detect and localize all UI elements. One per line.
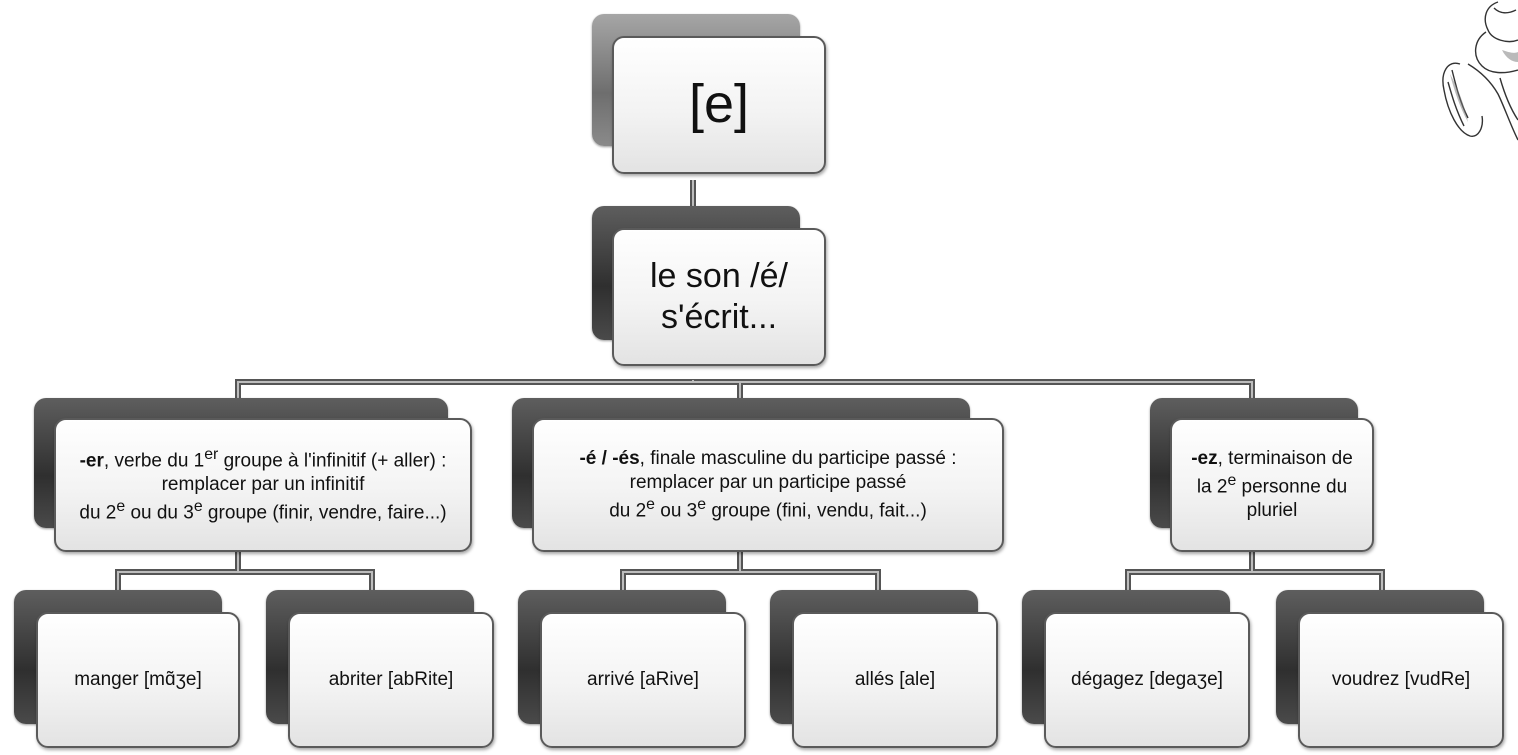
sup: e	[116, 497, 126, 515]
example-label: abriter [abRite]	[328, 669, 454, 690]
category-e-es-ending: -é / -és	[579, 448, 640, 470]
category-er-line3a: du 2	[79, 502, 117, 524]
category-er-desc: , verbe du 1	[103, 450, 205, 472]
category-er-line3c: groupe (finir, vendre, faire...)	[202, 502, 447, 524]
category-e-es-line3c: groupe (fini, vendu, fait...)	[706, 500, 927, 522]
category-e-es-line3b: ou 3	[654, 500, 698, 522]
category-er-desc-2: groupe à l'infinitif (+ aller) : remplac…	[161, 450, 447, 496]
example-label: manger [mɑ̃ʒe]	[74, 669, 202, 690]
sup: er	[204, 446, 219, 464]
sketch-character-illustration	[1442, 1, 1518, 141]
sup: e	[193, 497, 203, 515]
example-label: voudrez [vudRe]	[1331, 669, 1471, 690]
category-e-es-desc: , finale masculine du participe passé : …	[629, 448, 957, 493]
category-er-ending: -er	[79, 450, 104, 472]
sup: e	[1227, 471, 1237, 489]
example-label: arrivé [aRive]	[587, 669, 699, 690]
category-ez-text: -ez, terminaison de la 2e personne du pl…	[1172, 447, 1372, 523]
category-er-line3b: ou du 3	[125, 502, 194, 524]
root-label: [e]	[688, 74, 750, 135]
sup: e	[697, 495, 707, 513]
category-ez-ending: -ez	[1191, 448, 1218, 470]
category-e-es-line3a: du 2	[609, 500, 647, 522]
category-ez-desc: , terminaison de la 2	[1196, 448, 1353, 498]
category-e-es-text: -é / -és, finale masculine du participe …	[534, 447, 1002, 523]
sound-line-2: s'écrit...	[660, 298, 778, 336]
sup: e	[646, 495, 655, 513]
category-ez-desc-2: personne du pluriel	[1236, 476, 1348, 522]
example-label: dégagez [degaʒe]	[1071, 669, 1223, 690]
example-label: allés [ale]	[854, 669, 936, 690]
category-er-text: -er, verbe du 1er groupe à l'infinitif (…	[56, 445, 470, 525]
sound-line-1: le son /é/	[650, 257, 788, 296]
